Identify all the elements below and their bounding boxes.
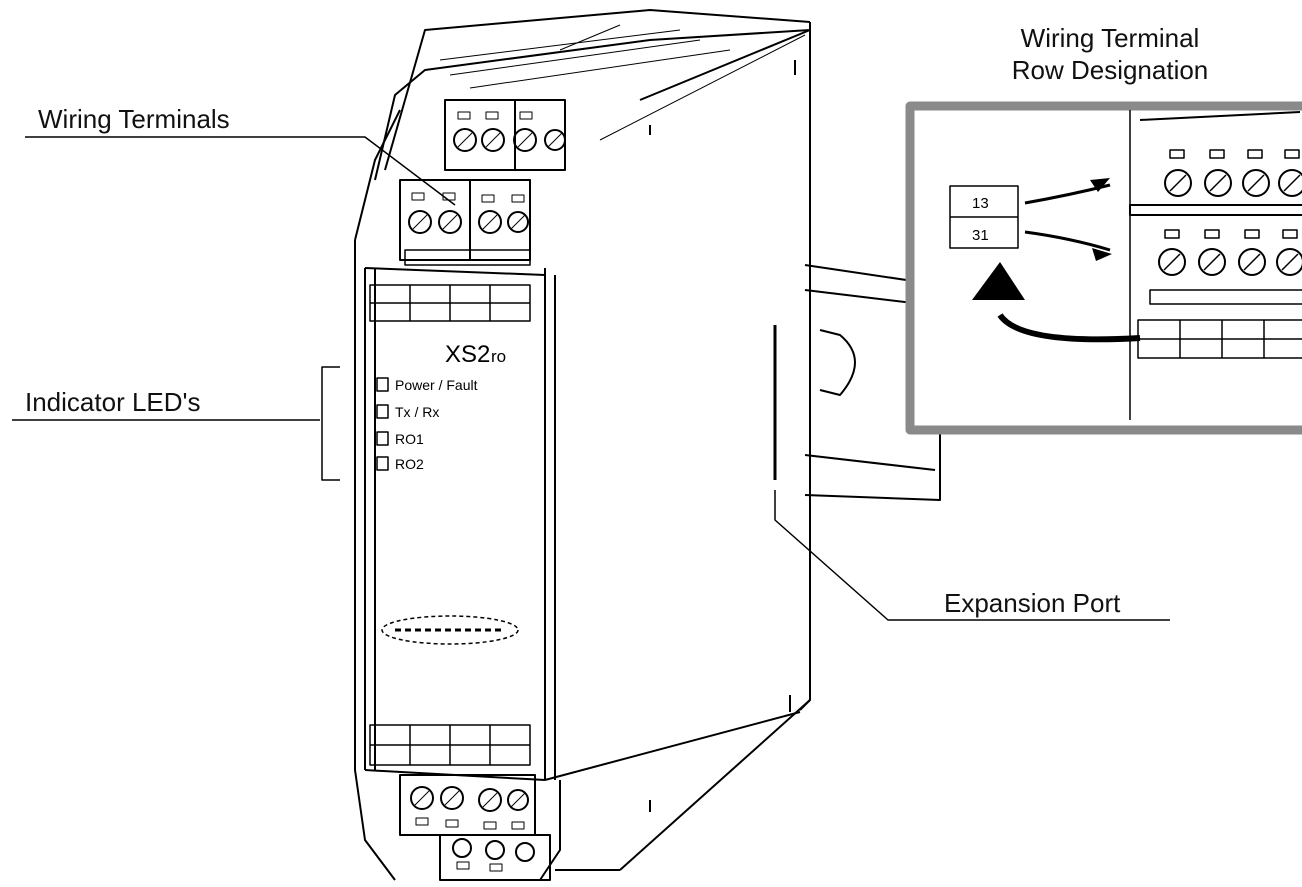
led-label-ro2: RO2 [395, 456, 424, 472]
led-ro2 [376, 456, 389, 471]
arrow-head-up [972, 262, 1025, 300]
led-tx-rx [376, 404, 389, 419]
led-label-tx-rx: Tx / Rx [395, 404, 439, 420]
module-front-face [354, 109, 801, 881]
bottom-terminal-block [399, 774, 551, 881]
brand-logo [381, 615, 519, 645]
row-label-bottom: 31 [972, 227, 989, 244]
indicator-leds-label: Indicator LED's [25, 387, 201, 417]
arrow-head-upper [1090, 178, 1110, 192]
top-terminal-block [399, 99, 566, 266]
led-label-ro1: RO1 [395, 431, 424, 447]
wiring-terminals-leader [25, 136, 456, 206]
led-ro1 [376, 431, 389, 446]
row-designation-title-line1: Wiring Terminal [1020, 23, 1200, 53]
row-label-top: 13 [972, 195, 989, 212]
callout-leaders [12, 136, 1170, 621]
row-designation-title-line2: Row Designation [1011, 55, 1209, 85]
wiring-terminals-label: Wiring Terminals [38, 104, 230, 134]
arrow-head-lower [1092, 248, 1112, 261]
led-power-fault [376, 377, 389, 392]
model-sub-text: ro [491, 347, 506, 366]
led-indicators [376, 377, 389, 471]
expansion-port-label: Expansion Port [944, 588, 1121, 618]
led-label-power-fault: Power / Fault [395, 377, 478, 393]
expansion-port-leader [774, 490, 1170, 621]
module-side-panel [374, 9, 811, 871]
model-main-text: XS2 [445, 341, 490, 368]
row-designation-title: Wiring Terminal Row Designation [960, 22, 1260, 86]
led-bracket [321, 366, 340, 481]
row-designation-inset [905, 101, 1302, 435]
bottom-terminal-label-grid [369, 724, 531, 766]
top-terminal-label-grid [369, 284, 531, 322]
